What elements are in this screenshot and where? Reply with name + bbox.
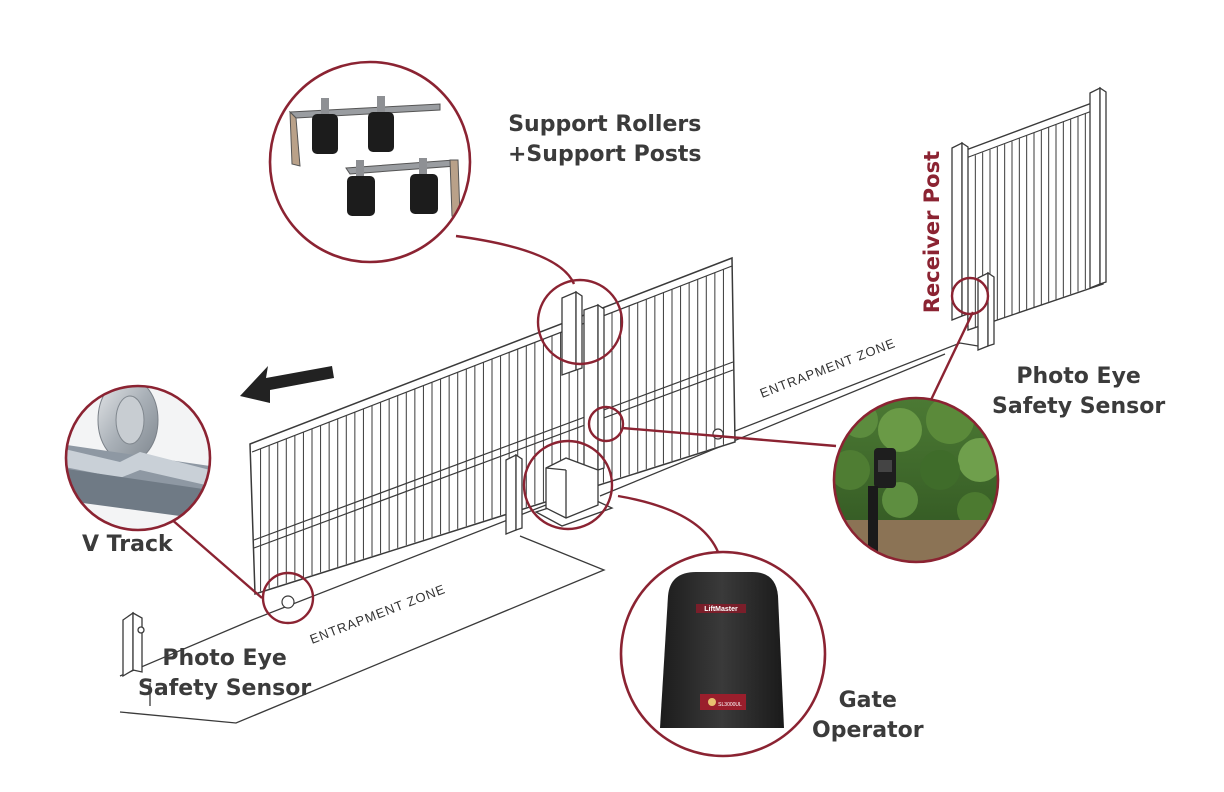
label-line: Photo Eye bbox=[162, 646, 287, 671]
label-gate-operator: Gate Operator bbox=[812, 686, 924, 746]
fixed-fence bbox=[951, 86, 1107, 351]
operator-model: SL3000UL bbox=[718, 702, 742, 708]
support-rollers-inset bbox=[268, 60, 472, 264]
label-line: Operator bbox=[812, 718, 924, 743]
label-photo-eye-left: Photo Eye Safety Sensor bbox=[138, 644, 311, 704]
label-photo-eye-right: Photo Eye Safety Sensor bbox=[992, 362, 1165, 422]
label-line: Photo Eye bbox=[1016, 364, 1141, 389]
operator-pad bbox=[534, 457, 614, 527]
photo-eye-inset bbox=[832, 396, 1000, 564]
label-receiver-post: Receiver Post bbox=[920, 150, 944, 314]
callout-connectors bbox=[169, 234, 975, 599]
label-line: Safety Sensor bbox=[138, 676, 312, 701]
sliding-gate bbox=[249, 256, 736, 609]
arrow-left-icon bbox=[240, 366, 334, 403]
label-line: Safety Sensor bbox=[992, 394, 1166, 419]
label-support-rollers: Support Rollers +Support Posts bbox=[508, 110, 702, 170]
label-v-track: V Track bbox=[82, 532, 173, 557]
gate-operator-inset: LiftMaster SL3000UL bbox=[619, 550, 827, 758]
v-track-inset bbox=[64, 384, 212, 532]
left-post bbox=[122, 611, 145, 678]
support-posts bbox=[505, 290, 605, 535]
highlight-circles bbox=[261, 276, 990, 625]
label-line: Gate bbox=[838, 688, 897, 713]
label-line: +Support Posts bbox=[508, 142, 702, 167]
label-line: Support Rollers bbox=[508, 112, 702, 137]
operator-brand: LiftMaster bbox=[704, 606, 738, 613]
entrapment-zone-back: ENTRAPMENT ZONE bbox=[758, 335, 898, 401]
entrapment-zone-front: ENTRAPMENT ZONE bbox=[308, 581, 448, 647]
